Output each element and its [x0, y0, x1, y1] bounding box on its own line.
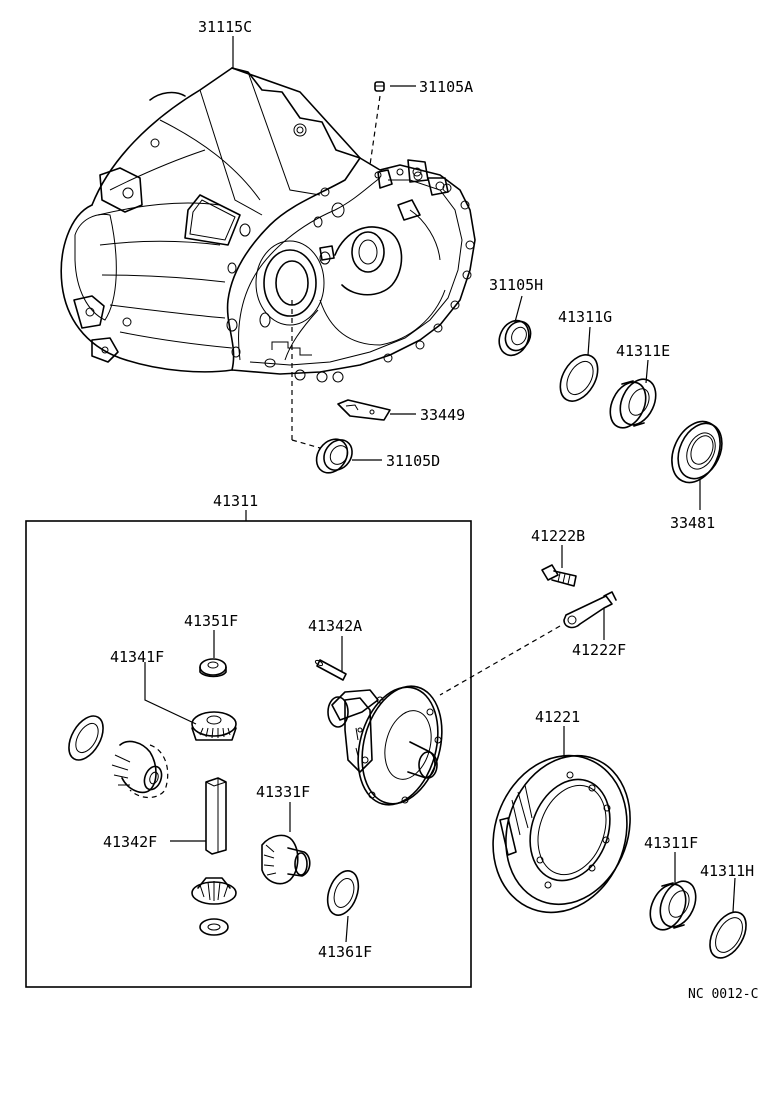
leader-lines: [144, 36, 736, 943]
bolt-41222B-drawing: [541, 564, 577, 587]
label-41331F: 41331F: [256, 783, 310, 801]
shim-41311H-drawing: [709, 911, 747, 959]
differential-assembly-box: [25, 520, 472, 988]
oil-seal-31105D-drawing: [291, 300, 353, 474]
label-41361F: 41361F: [318, 943, 372, 961]
part-labels: 31115C 31105A 31105H 41311G 41311E 33449…: [103, 18, 758, 1002]
transaxle-case-drawing: [60, 67, 476, 383]
bearing-41311F-drawing: [649, 880, 697, 931]
figure-code: NC 0012-C: [688, 987, 758, 1002]
pinion-gear-bottom-drawing: [191, 877, 237, 905]
pin-41342A-drawing: [314, 659, 347, 681]
label-41341F: 41341F: [110, 648, 164, 666]
oil-seal-33481-drawing: [671, 420, 723, 484]
label-41311H: 41311H: [700, 862, 754, 880]
differential-case-drawing: [327, 685, 443, 806]
pinion-shaft-41342F-drawing: [205, 777, 227, 855]
lock-plate-41222F-drawing: [439, 591, 617, 696]
side-gear-41331F-drawing: [261, 834, 311, 885]
washer-41351F-drawing: [199, 658, 227, 678]
label-41311G: 41311G: [558, 308, 612, 326]
ring-gear-41221-drawing: [492, 754, 631, 914]
label-31105D: 31105D: [386, 452, 440, 470]
plate-33449-drawing: [337, 399, 391, 421]
label-41222F: 41222F: [572, 641, 626, 659]
shim-41311G-drawing: [559, 354, 599, 402]
label-41311F: 41311F: [644, 834, 698, 852]
oil-seal-31105H-drawing: [498, 319, 532, 357]
label-31115C: 31115C: [198, 18, 252, 36]
washer-bottom-drawing: [199, 918, 229, 936]
label-41311: 41311: [213, 492, 258, 510]
label-41342F: 41342F: [103, 833, 157, 851]
side-washer-41361F-drawing: [326, 870, 360, 916]
label-31105A: 31105A: [419, 78, 473, 96]
label-41222B: 41222B: [531, 527, 585, 545]
label-41221: 41221: [535, 708, 580, 726]
pinion-gear-41341F-drawing: [191, 711, 237, 741]
side-gear-left-drawing: [111, 740, 169, 799]
plug-31105A-drawing: [369, 81, 385, 166]
label-31105H: 31105H: [489, 276, 543, 294]
label-41342A: 41342A: [308, 617, 362, 635]
bearing-41311E-drawing: [609, 378, 657, 429]
label-41311E: 41311E: [616, 342, 670, 360]
label-33481: 33481: [670, 514, 715, 532]
label-41351F: 41351F: [184, 612, 238, 630]
side-washer-left-drawing: [68, 715, 104, 761]
label-33449: 33449: [420, 406, 465, 424]
